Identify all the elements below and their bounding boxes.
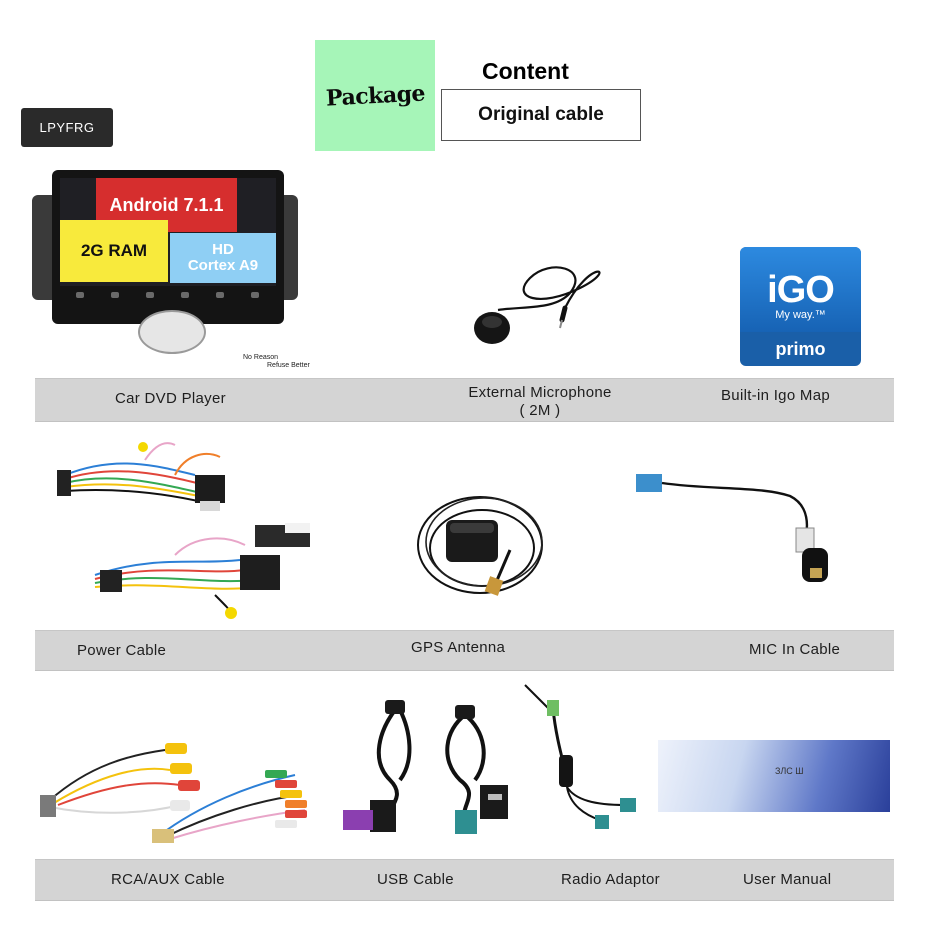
igo-tagline: My way.™ (775, 309, 826, 321)
hu-button-icon (250, 292, 259, 298)
label-radio-adaptor: Radio Adaptor (561, 871, 660, 888)
cpu-tile: HD Cortex A9 (170, 233, 276, 283)
user-manual-image (658, 740, 890, 812)
cpu-line-2: Cortex A9 (187, 257, 259, 274)
usb-cable-image (343, 700, 508, 834)
manual-cover-text: ЗЛС Ш (775, 766, 804, 776)
hu-button-icon (215, 292, 224, 298)
ram-tile: 2G RAM (60, 220, 168, 282)
package-badge: Package (315, 40, 435, 151)
label-car-dvd-player: Car DVD Player (115, 390, 226, 407)
mic-in-cable-image (636, 474, 828, 582)
label-external-microphone: External Microphone ( 2M ) (440, 384, 640, 420)
hu-button-icon (110, 292, 119, 298)
rca-aux-cable-image (40, 743, 307, 843)
hu-button-icon (180, 292, 189, 298)
head-unit-knob (138, 310, 206, 354)
igo-map-card: iGO My way.™ primo (740, 247, 861, 366)
label-mic-in-cable: MIC In Cable (749, 641, 841, 658)
label-gps-antenna: GPS Antenna (411, 639, 506, 656)
brand-logo: LPYFRG (21, 108, 113, 147)
label-microphone-line-2: ( 2M ) (519, 402, 561, 419)
igo-logo: iGO (767, 269, 835, 311)
hu-button-icon (75, 292, 84, 298)
external-microphone-image (474, 266, 601, 344)
head-unit-buttons (62, 292, 272, 304)
content-title: Content (482, 58, 569, 84)
slogan-line-1: No Reason (243, 354, 279, 361)
label-power-cable: Power Cable (77, 642, 167, 659)
igo-banner (740, 247, 861, 332)
gps-antenna-image (417, 496, 543, 596)
label-usb-cable: USB Cable (377, 871, 454, 888)
slogan-note: No Reason Refuse Better (243, 354, 310, 370)
label-bar-row-2 (35, 630, 894, 671)
slogan-line-2: Refuse Better (267, 362, 310, 369)
hu-button-icon (145, 292, 154, 298)
label-bar-row-3 (35, 859, 894, 901)
label-user-manual: User Manual (743, 871, 832, 888)
radio-adaptor-image (524, 684, 636, 829)
power-cable-image (57, 442, 310, 619)
content-value: Original cable (441, 89, 641, 141)
label-microphone-line-1: External Microphone (468, 384, 612, 401)
igo-edition: primo (775, 339, 826, 359)
cpu-line-1: HD (212, 241, 234, 258)
package-label: Package (324, 79, 426, 112)
label-rca-aux-cable: RCA/AUX Cable (111, 871, 225, 888)
label-bar-row-1 (35, 378, 894, 422)
label-igo-map: Built-in Igo Map (721, 387, 831, 404)
